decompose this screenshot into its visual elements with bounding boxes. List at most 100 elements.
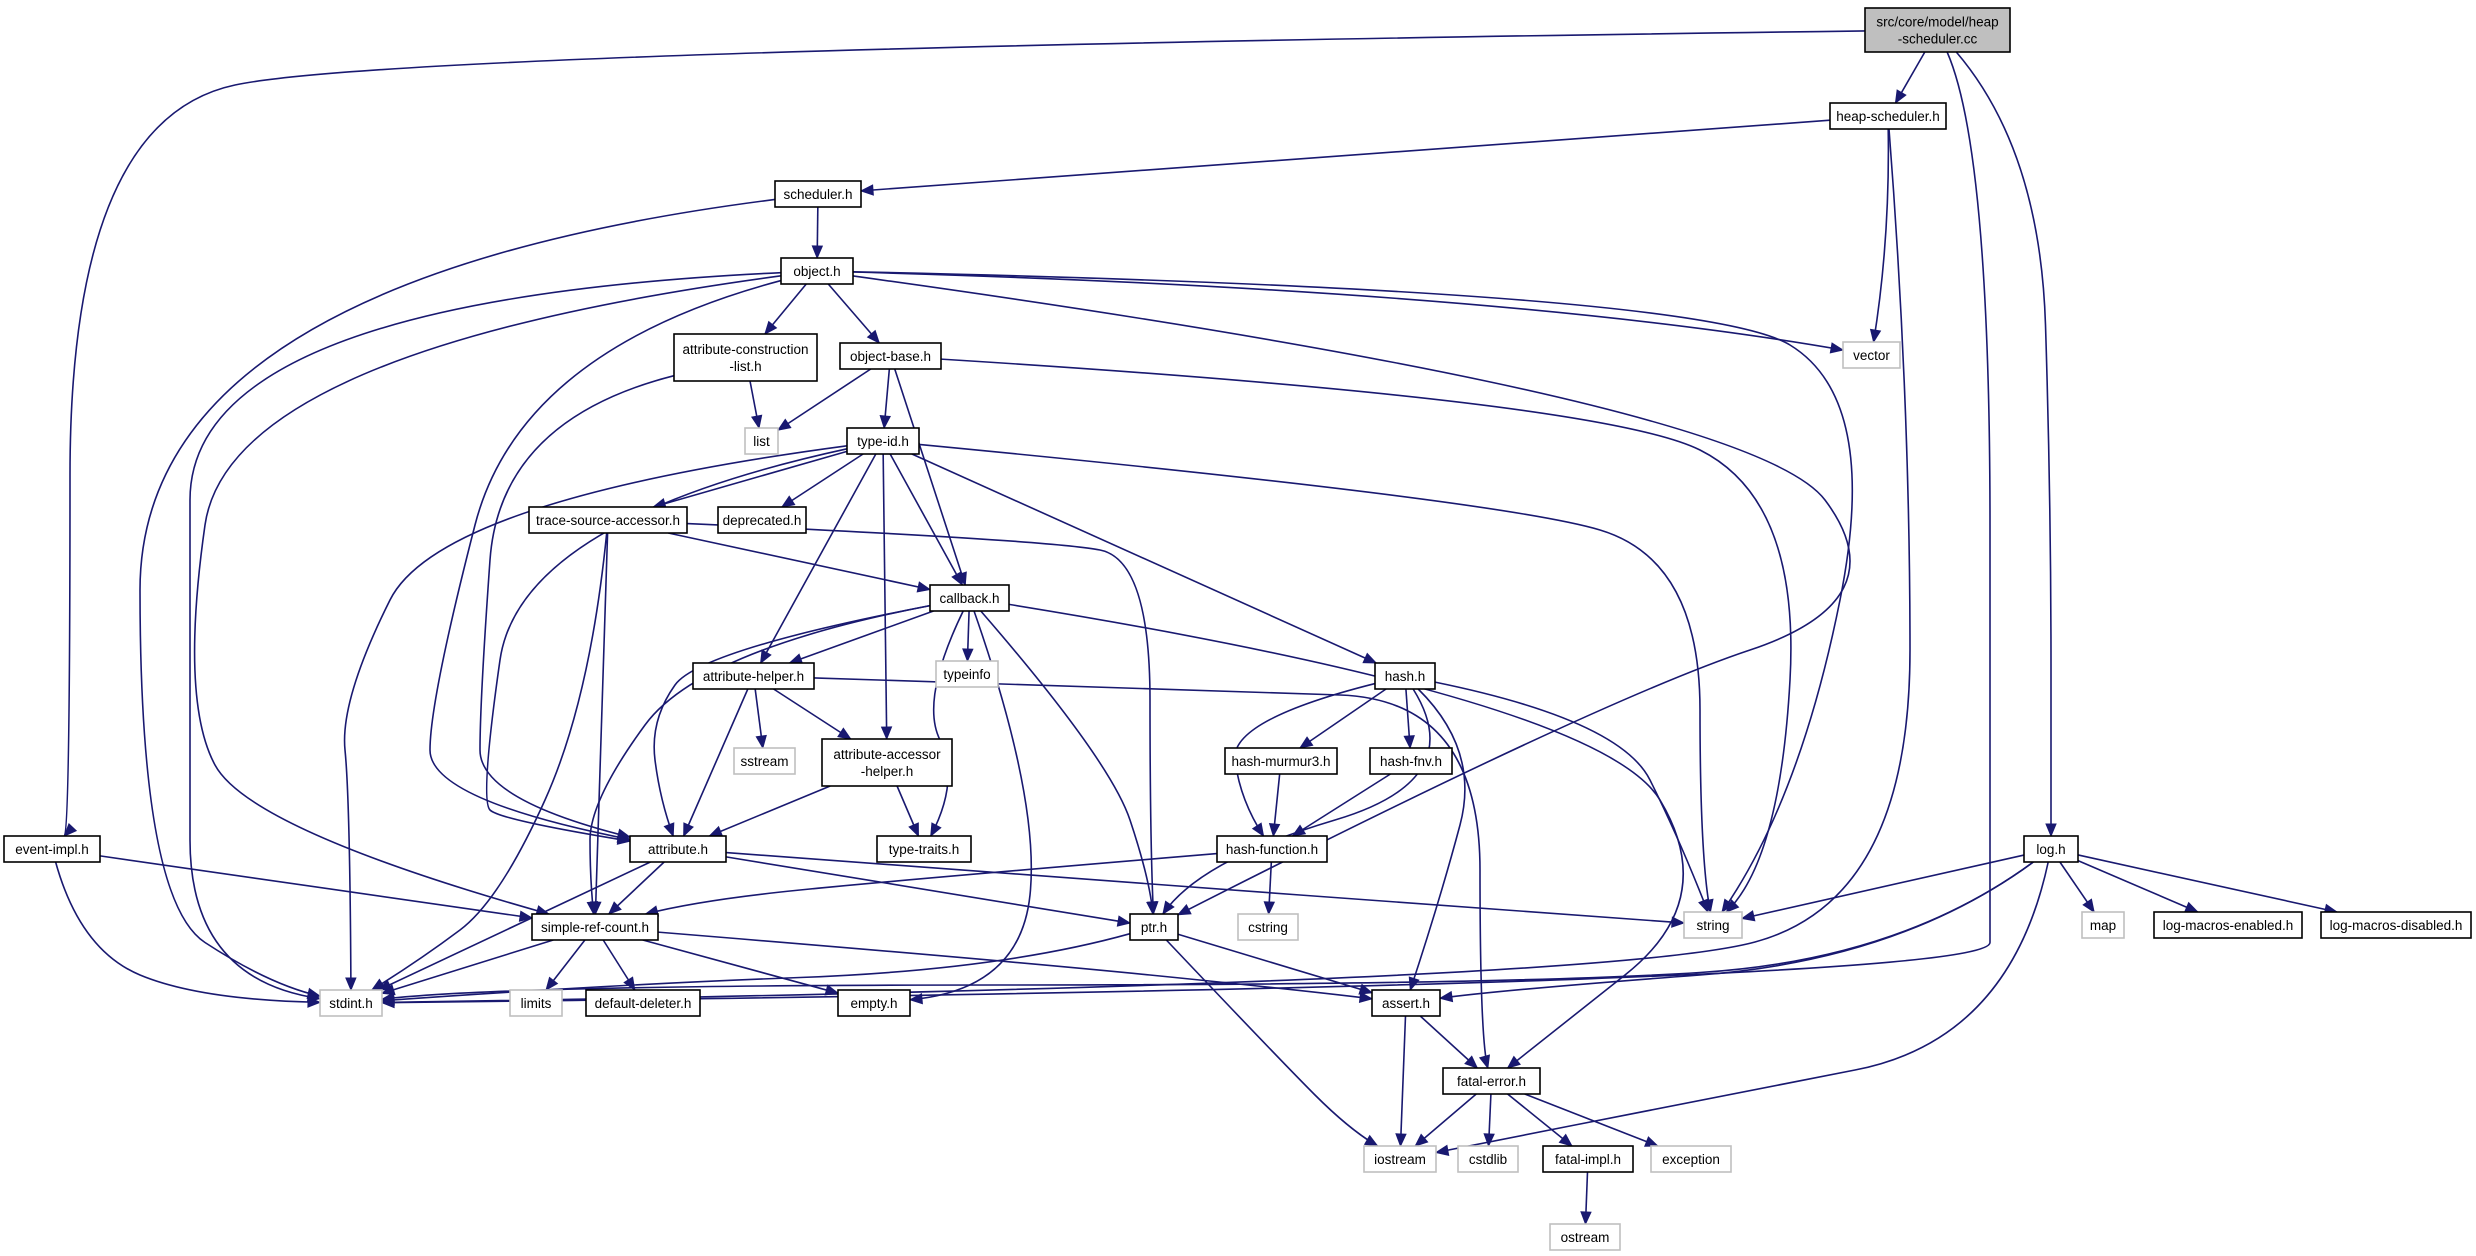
edge-arrowhead	[1869, 328, 1882, 344]
edge-arrowhead	[1894, 89, 1907, 105]
node-box	[319, 989, 383, 1017]
node-label: -helper.h	[861, 764, 914, 779]
node-log-macros-enabled[interactable]: log-macros-enabled.h	[2153, 911, 2303, 939]
edge-line	[860, 119, 1831, 192]
node-label: ptr.h	[1141, 920, 1167, 935]
edge-arrowhead	[1263, 901, 1276, 916]
node-label: cstdlib	[1469, 1152, 1507, 1167]
edge-object-base-to-callback	[893, 368, 967, 587]
node-attribute-construction-list[interactable]: attribute-construction-list.h	[673, 333, 818, 382]
node-label: -list.h	[729, 359, 761, 374]
edge-assert-to-fatal-error	[1419, 1015, 1479, 1069]
edge-hash-function-to-simple-ref-count	[644, 852, 1218, 917]
node-hash-function[interactable]: hash-function.h	[1216, 835, 1328, 863]
node-box	[1371, 989, 1441, 1017]
node-box	[629, 835, 727, 863]
node-ptr[interactable]: ptr.h	[1129, 913, 1179, 941]
node-empty[interactable]: empty.h	[837, 989, 911, 1017]
node-default-deleter[interactable]: default-deleter.h	[585, 989, 701, 1017]
node-box	[1216, 835, 1328, 863]
edge-arrowhead	[1725, 899, 1740, 913]
node-scheduler[interactable]: scheduler.h	[774, 180, 862, 208]
edge-callback-to-type-traits	[930, 610, 964, 838]
edge-heap-scheduler-to-vector	[1869, 128, 1890, 344]
node-hash-murmur3[interactable]: hash-murmur3.h	[1224, 747, 1338, 775]
node-cstring: cstring	[1237, 913, 1299, 941]
edge-line	[1741, 854, 2025, 920]
edge-arrowhead	[824, 984, 840, 996]
edge-fatal-error-to-exception	[1524, 1093, 1659, 1147]
node-log-macros-disabled[interactable]: log-macros-disabled.h	[2320, 911, 2472, 939]
node-label: string	[1696, 918, 1729, 933]
node-label: type-traits.h	[889, 842, 960, 857]
edge-object-base-to-list	[776, 368, 872, 431]
edge-line	[980, 610, 1154, 915]
edge-arrowhead	[380, 984, 396, 996]
edge-line	[381, 939, 554, 995]
edge-line	[371, 532, 608, 991]
node-label: type-id.h	[857, 434, 909, 449]
node-heap-scheduler[interactable]: heap-scheduler.h	[1829, 102, 1947, 130]
edge-arrowhead	[1434, 1144, 1450, 1156]
node-trace-source-accessor[interactable]: trace-source-accessor.h	[528, 506, 688, 534]
edge-attribute-construction-list-to-attribute	[479, 374, 675, 840]
edge-line	[657, 931, 1373, 1000]
edge-simple-ref-count-to-default-deleter	[602, 939, 636, 992]
edge-line	[709, 785, 831, 837]
node-simple-ref-count[interactable]: simple-ref-count.h	[531, 913, 659, 941]
node-label: default-deleter.h	[595, 996, 692, 1011]
node-hash-fnv[interactable]: hash-fnv.h	[1369, 747, 1453, 775]
edge-line	[682, 688, 749, 837]
node-log[interactable]: log.h	[2023, 835, 2079, 863]
node-deprecated[interactable]: deprecated.h	[717, 506, 807, 534]
node-fatal-impl[interactable]: fatal-impl.h	[1542, 1145, 1634, 1173]
edge-type-id-to-callback	[889, 453, 964, 587]
edge-object-to-vector	[852, 271, 1845, 354]
edge-arrowhead	[1438, 990, 1454, 1003]
edge-callback-to-simple-ref-count	[586, 604, 931, 916]
node-object[interactable]: object.h	[780, 257, 854, 285]
node-attribute[interactable]: attribute.h	[629, 835, 727, 863]
edge-arrowhead	[1558, 1133, 1573, 1147]
edge-line	[99, 855, 533, 919]
node-root[interactable]: src/core/model/heap-scheduler.cc	[1864, 7, 2011, 53]
node-limits: limits	[509, 989, 563, 1017]
node-label: assert.h	[1382, 996, 1430, 1011]
edge-arrowhead	[63, 822, 78, 837]
edge-line	[594, 532, 609, 915]
node-box	[3, 835, 101, 863]
node-label: exception	[1662, 1152, 1720, 1167]
edge-attribute-construction-list-to-list	[749, 380, 763, 430]
edge-line	[1162, 688, 1431, 915]
node-attribute-accessor-helper[interactable]: attribute-accessor-helper.h	[821, 738, 953, 787]
edge-line	[479, 374, 675, 838]
edge-arrowhead	[751, 414, 763, 430]
edge-arrowhead	[1671, 916, 1686, 928]
node-callback[interactable]: callback.h	[929, 584, 1010, 612]
edge-arrowhead	[879, 415, 891, 430]
node-label: log-macros-disabled.h	[2330, 918, 2463, 933]
edge-arrowhead	[866, 329, 881, 344]
edge-arrowhead	[916, 581, 932, 593]
edge-scheduler-to-stdint	[139, 198, 776, 1000]
edge-line	[381, 861, 2034, 1001]
edge-line	[789, 610, 934, 664]
edge-line	[686, 522, 1155, 915]
node-fatal-error[interactable]: fatal-error.h	[1442, 1067, 1541, 1095]
node-assert[interactable]: assert.h	[1371, 989, 1441, 1017]
edge-line	[668, 532, 931, 591]
node-type-id[interactable]: type-id.h	[846, 427, 920, 455]
node-object-base[interactable]: object-base.h	[839, 342, 942, 370]
edge-object-base-to-string	[940, 358, 1792, 913]
node-event-impl[interactable]: event-impl.h	[3, 835, 101, 863]
node-box	[1683, 911, 1743, 939]
node-attribute-helper[interactable]: attribute-helper.h	[692, 662, 815, 690]
edge-arrowhead	[1251, 822, 1265, 838]
edge-simple-ref-count-to-assert	[657, 931, 1374, 1004]
node-label: hash.h	[1385, 669, 1426, 684]
node-type-traits[interactable]: type-traits.h	[876, 835, 972, 863]
node-label: hash-murmur3.h	[1231, 754, 1330, 769]
edge-arrowhead	[1478, 1054, 1491, 1070]
node-hash[interactable]: hash.h	[1374, 662, 1436, 690]
edge-line	[645, 852, 1218, 915]
